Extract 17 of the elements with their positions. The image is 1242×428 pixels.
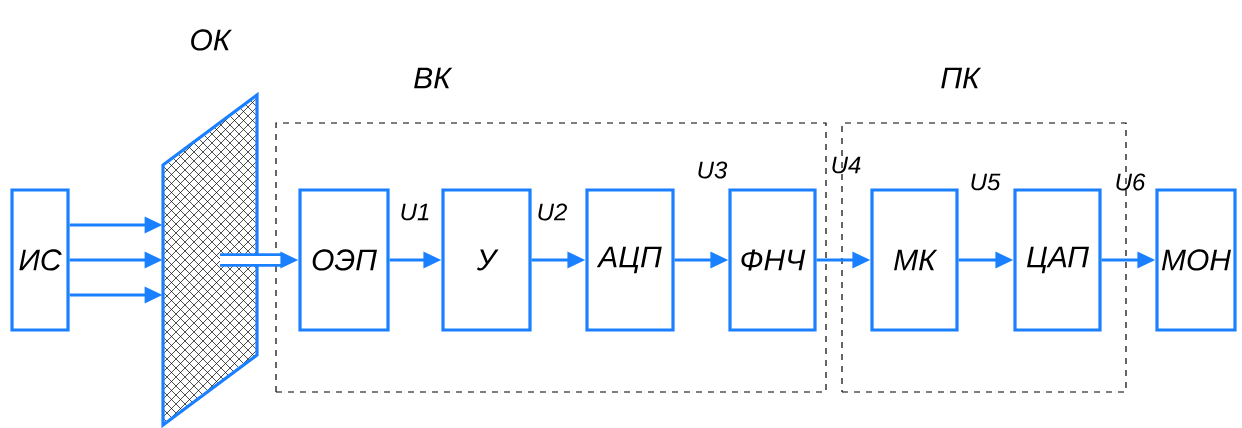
edge-label: U5	[971, 173, 1001, 191]
block-box: У	[441, 188, 532, 332]
node-label: ВК	[414, 67, 453, 89]
edge-label: U2	[538, 203, 567, 221]
edge-label: U6	[1116, 173, 1146, 191]
edge-label: U3	[698, 161, 728, 179]
block-box: ФНЧ	[728, 188, 817, 332]
edge-label: U1	[401, 203, 429, 221]
block-box: МК	[870, 188, 959, 332]
block-box: МОН	[1155, 188, 1237, 332]
block-box: ОЭП	[298, 188, 390, 332]
block-box: АЦП	[585, 188, 675, 332]
edge-label: U4	[832, 156, 861, 174]
node-label: ПК	[941, 67, 982, 89]
block-box: ЦАП	[1013, 188, 1102, 332]
node-label: ОК	[191, 29, 232, 51]
block-box: ИС	[10, 188, 70, 332]
